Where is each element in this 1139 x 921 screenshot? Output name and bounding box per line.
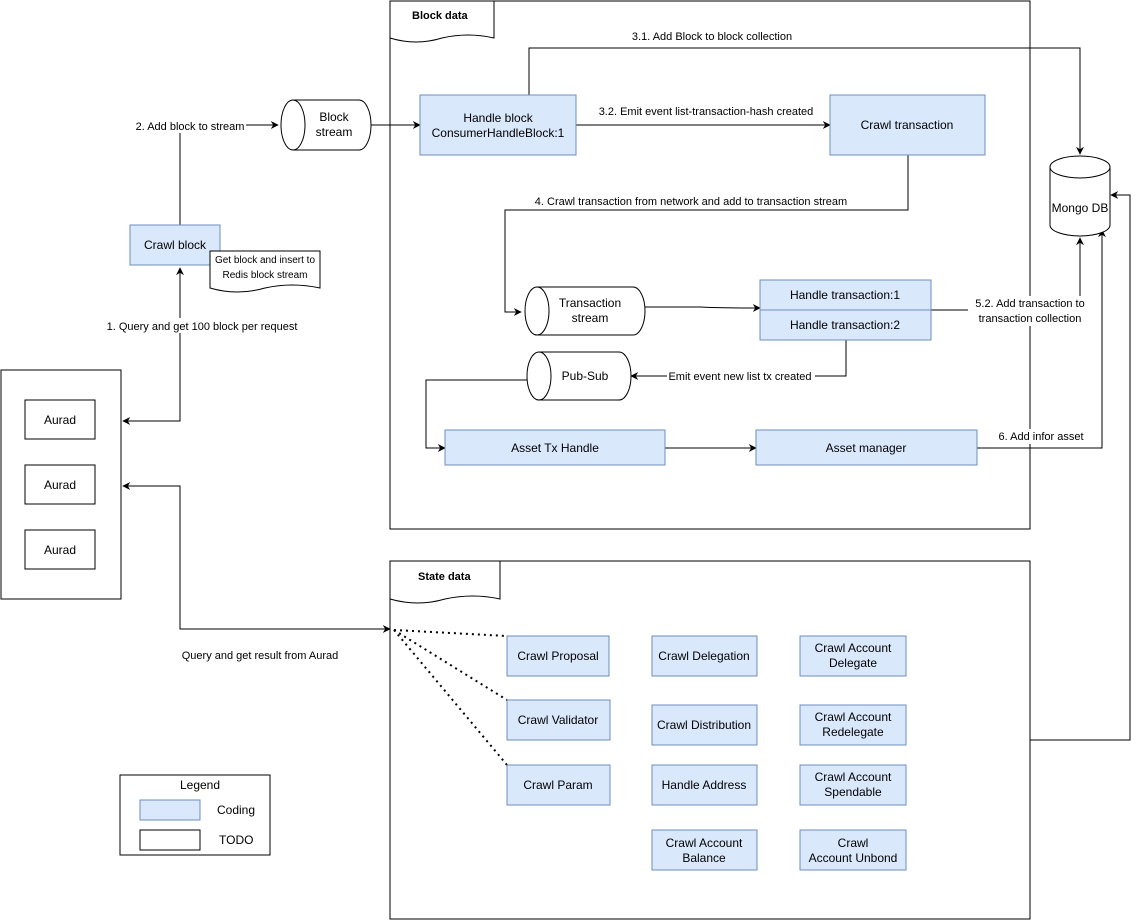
asset-tx-handle-node[interactable]: Asset Tx Handle (444, 429, 666, 466)
handle-block-line-1: Handle block (463, 111, 533, 125)
label-step-4: 4. Crawl transaction from network and ad… (535, 196, 847, 208)
edge-add-block-to-stream (179, 121, 279, 225)
crawl-distribution-node[interactable]: Crawl Distribution (651, 704, 758, 746)
aurad-label: Aurad (44, 478, 76, 492)
state-data-title: State data (418, 571, 471, 583)
edge-add-block-collection (528, 47, 1084, 155)
asset-manager-node[interactable]: Asset manager (755, 429, 978, 466)
block-stream-line-1: Block (319, 110, 349, 124)
crawl-account-unbond-line-1: Crawl (838, 836, 869, 850)
crawl-block-note: Get block and insert to Redis block stre… (209, 250, 321, 293)
label-emit-new-list-tx: Emit event new list tx created (668, 371, 811, 383)
transaction-stream-line-2: stream (572, 311, 609, 325)
crawl-validator-label: Crawl Validator (518, 713, 598, 727)
crawl-account-delegate-line-2: Delegate (829, 656, 877, 670)
note-line-1: Get block and insert to (215, 255, 315, 266)
crawl-param-node[interactable]: Crawl Param (506, 764, 611, 806)
crawl-account-spendable-line-1: Crawl Account (815, 770, 892, 784)
legend-todo-label: TODO (219, 833, 253, 847)
aurad-group: Aurad Aurad Aurad (0, 369, 122, 600)
block-data-title: Block data (412, 10, 469, 22)
crawl-transaction-label: Crawl transaction (861, 118, 954, 132)
edge-add-infor-asset (977, 229, 1106, 449)
legend-todo-swatch (139, 829, 201, 851)
edge-tx-stream-to-handle (645, 303, 761, 312)
dotted-link-proposal (393, 629, 508, 637)
edge-query-aurad-result (122, 482, 391, 633)
crawl-account-balance-line-2: Balance (682, 851, 726, 865)
edge-crawl-tx-network (504, 155, 909, 316)
mongo-db-label: Mongo DB (1052, 201, 1109, 215)
asset-tx-handle-label: Asset Tx Handle (511, 441, 599, 455)
crawl-param-label: Crawl Param (523, 778, 592, 792)
label-step-5-2-line-1: 5.2. Add transaction to (975, 298, 1084, 310)
crawl-block-label: Crawl block (144, 238, 207, 252)
legend-title: Legend (180, 778, 220, 792)
crawl-transaction-node[interactable]: Crawl transaction (829, 94, 986, 156)
handle-transaction-1-label: Handle transaction:1 (790, 288, 900, 302)
crawl-account-spendable-node[interactable]: Crawl Account Spendable (799, 764, 907, 806)
handle-block-line-2: ConsumerHandleBlock:1 (432, 126, 565, 140)
legend-coding-swatch (139, 799, 201, 821)
crawl-validator-node[interactable]: Crawl Validator (506, 699, 611, 741)
pub-sub-node[interactable]: Pub-Sub (526, 351, 632, 401)
crawl-delegation-node[interactable]: Crawl Delegation (651, 635, 758, 677)
crawl-delegation-label: Crawl Delegation (658, 649, 749, 663)
crawl-account-balance-line-1: Crawl Account (666, 836, 743, 850)
note-line-2: Redis block stream (222, 270, 307, 281)
handle-transaction-1-node[interactable]: Handle transaction:1 (759, 279, 932, 311)
edge-query-blocks (122, 267, 184, 425)
block-stream-line-2: stream (316, 125, 353, 139)
state-dotted-links (393, 629, 508, 766)
handle-address-node[interactable]: Handle Address (651, 764, 758, 806)
crawl-block-node[interactable]: Crawl block (129, 224, 221, 266)
dotted-link-validator (393, 629, 508, 701)
crawl-account-delegate-node[interactable]: Crawl Account Delegate (799, 635, 907, 677)
label-step-2: 2. Add block to stream (136, 121, 245, 133)
block-stream-node[interactable]: Block stream (280, 99, 372, 151)
handle-block-node[interactable]: Handle block ConsumerHandleBlock:1 (419, 94, 577, 156)
edge-labels: 1. Query and get 100 block per request 2… (104, 31, 1092, 662)
label-step-1: 1. Query and get 100 block per request (107, 321, 298, 333)
pub-sub-label: Pub-Sub (562, 369, 609, 383)
asset-manager-label: Asset manager (826, 441, 907, 455)
crawl-account-spendable-line-2: Spendable (824, 785, 882, 799)
aurad-node-1[interactable]: Aurad (24, 399, 96, 440)
crawl-account-redelegate-line-2: Redelegate (822, 725, 884, 739)
legend: Legend Coding TODO (119, 774, 271, 856)
crawl-distribution-label: Crawl Distribution (657, 718, 751, 732)
crawl-account-redelegate-node[interactable]: Crawl Account Redelegate (799, 704, 907, 746)
label-query-aurad: Query and get result from Aurad (182, 650, 339, 662)
crawl-account-unbond-line-2: Account Unbond (809, 851, 898, 865)
aurad-label: Aurad (44, 413, 76, 427)
crawl-proposal-label: Crawl Proposal (517, 649, 598, 663)
transaction-stream-node[interactable]: Transaction stream (524, 286, 646, 336)
label-step-5-2-line-2: transaction collection (979, 313, 1082, 325)
crawl-account-redelegate-line-1: Crawl Account (815, 710, 892, 724)
crawl-account-balance-node[interactable]: Crawl Account Balance (651, 829, 758, 871)
crawl-proposal-node[interactable]: Crawl Proposal (506, 635, 610, 677)
aurad-node-3[interactable]: Aurad (24, 529, 96, 570)
crawl-account-unbond-node[interactable]: Crawl Account Unbond (799, 829, 907, 871)
label-step-6: 6. Add infor asset (999, 431, 1084, 443)
transaction-stream-line-1: Transaction (559, 296, 621, 310)
label-step-3-2: 3.2. Emit event list-transaction-hash cr… (599, 106, 814, 118)
aurad-node-2[interactable]: Aurad (24, 464, 96, 505)
label-step-3-1: 3.1. Add Block to block collection (632, 31, 792, 43)
legend-coding-label: Coding (217, 803, 255, 817)
handle-transaction-2-label: Handle transaction:2 (790, 318, 900, 332)
handle-address-label: Handle Address (662, 778, 747, 792)
crawl-account-delegate-line-1: Crawl Account (815, 641, 892, 655)
edge-pubsub-to-asset-tx (425, 379, 527, 452)
mongo-db-node[interactable]: Mongo DB (1049, 155, 1111, 237)
edge-state-to-mongo (1030, 191, 1131, 741)
aurad-label: Aurad (44, 543, 76, 557)
handle-transaction-2-node[interactable]: Handle transaction:2 (759, 309, 932, 341)
